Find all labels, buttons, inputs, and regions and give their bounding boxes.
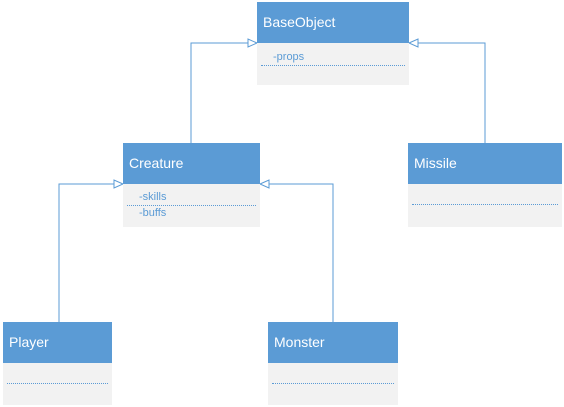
arrowhead-baseobject-right [407, 38, 419, 48]
class-creature-name: Creature [123, 143, 260, 184]
class-baseobject-name: BaseObject [257, 2, 409, 43]
attribute-separator [412, 204, 558, 205]
arrowhead-creature-left [113, 179, 125, 189]
connector-monster-to-creature [269, 183, 334, 322]
class-creature[interactable]: Creature -skills -buffs [123, 143, 260, 227]
attribute-separator [127, 205, 256, 206]
attribute-skills: -skills [139, 191, 167, 203]
connector-creature-to-baseobject [190, 42, 248, 143]
arrowhead-baseobject-left [247, 38, 259, 48]
class-creature-attributes: -skills -buffs [123, 184, 260, 227]
class-baseobject[interactable]: BaseObject -props [257, 2, 409, 85]
connector-missile-to-baseobject [418, 42, 486, 143]
class-player-name: Player [3, 322, 112, 363]
class-monster-name: Monster [268, 322, 398, 363]
arrowhead-creature-right [258, 179, 270, 189]
attribute-separator [272, 383, 394, 384]
attribute-props: -props [273, 51, 305, 63]
class-monster-attributes [268, 363, 398, 405]
class-player[interactable]: Player [3, 322, 112, 405]
class-missile[interactable]: Missile [408, 143, 562, 227]
class-player-attributes [3, 363, 112, 405]
connector-player-to-creature [58, 183, 114, 322]
class-baseobject-attributes: -props [257, 43, 409, 85]
class-missile-attributes [408, 184, 562, 227]
attribute-separator [7, 383, 108, 384]
attribute-separator [261, 65, 405, 66]
class-monster[interactable]: Monster [268, 322, 398, 405]
attribute-buffs: -buffs [139, 207, 167, 219]
class-missile-name: Missile [408, 143, 562, 184]
